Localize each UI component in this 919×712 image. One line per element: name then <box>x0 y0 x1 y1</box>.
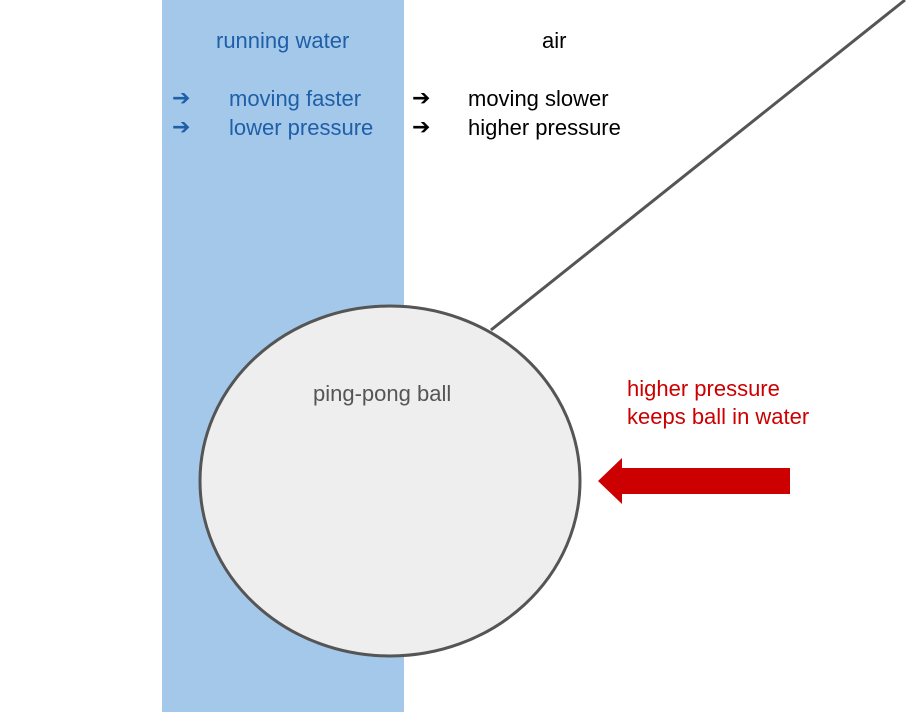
ping-pong-ball <box>198 304 582 658</box>
right-arrow-icon: ➔ <box>172 115 191 140</box>
running-water-label: running water <box>216 28 350 53</box>
water-property-speed: moving faster <box>229 86 362 111</box>
ping-pong-ball-label: ping-pong ball <box>313 381 452 406</box>
right-arrow-icon: ➔ <box>172 86 191 111</box>
force-explanation-line-1: higher pressure <box>627 376 780 401</box>
force-explanation-line-2: keeps ball in water <box>627 404 810 429</box>
air-property-speed: moving slower <box>468 86 609 111</box>
force-arrow-icon <box>598 458 790 504</box>
water-property-pressure: lower pressure <box>229 115 374 140</box>
air-property-pressure: higher pressure <box>468 115 621 140</box>
air-label: air <box>542 28 567 53</box>
string-line <box>490 0 906 332</box>
right-arrow-icon: ➔ <box>412 115 431 140</box>
right-arrow-icon: ➔ <box>412 86 431 111</box>
